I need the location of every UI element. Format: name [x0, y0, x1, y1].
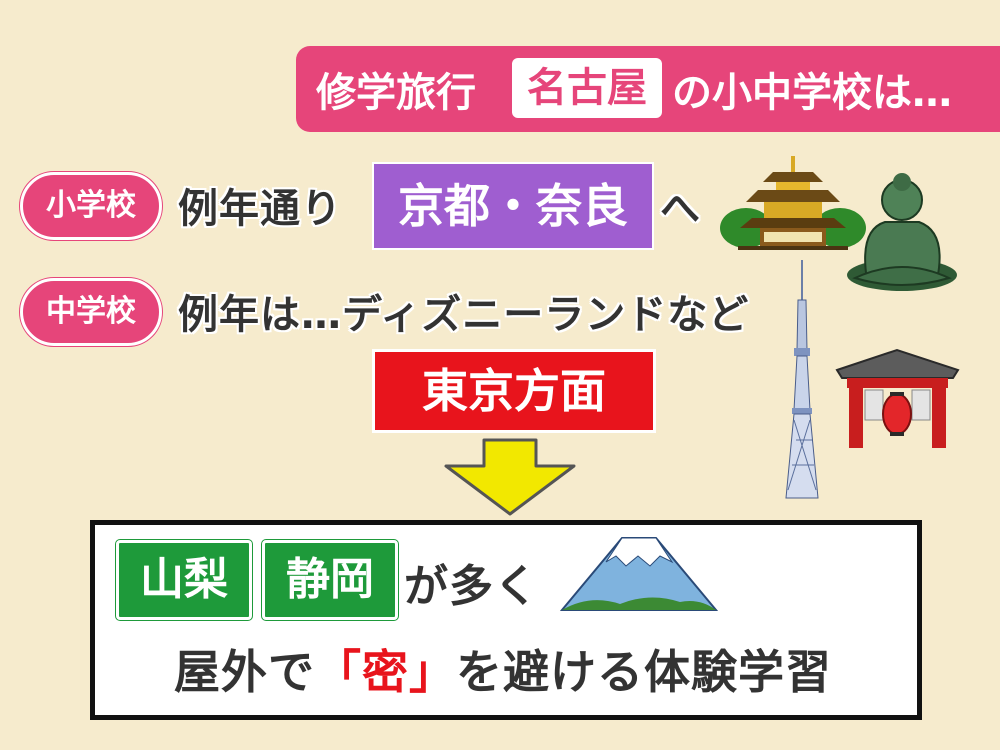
many-text: が多く: [404, 561, 539, 612]
result-line2: 屋外で「密」を避ける体験学習: [174, 636, 832, 702]
result-box: [90, 520, 922, 720]
skytree-icon: [785, 260, 819, 499]
elementary-badge: 小学校: [20, 172, 162, 240]
elementary-text: 例年通り: [178, 186, 342, 232]
mount-fuji-icon: [560, 537, 718, 611]
bracket-open: 「: [315, 645, 362, 699]
junior-high-badge: 中学校: [20, 278, 162, 346]
down-arrow-icon: [444, 438, 576, 516]
line2-suffix: を避ける体験学習: [456, 645, 832, 699]
header-highlight: 名古屋: [512, 58, 662, 118]
yamanashi-box: 山梨: [116, 540, 252, 620]
tokyo-area-box: 東京方面: [372, 349, 656, 433]
line2-prefix: 屋外で: [174, 645, 315, 699]
bracket-close: 」: [409, 645, 456, 699]
elementary-particle: へ: [660, 186, 701, 232]
kaminarimon-gate-icon: [835, 348, 960, 448]
junior-high-text: 例年は…ディズニーランドなど: [178, 292, 750, 338]
golden-pavilion-icon: [720, 156, 866, 250]
header-prefix: 修学旅行: [316, 70, 476, 116]
keyword-mitsu: 密: [362, 645, 409, 699]
great-buddha-icon: [847, 173, 957, 291]
kyoto-nara-box: 京都・奈良: [372, 162, 654, 250]
header-banner: 修学旅行 名古屋 の小中学校は…: [296, 46, 1000, 132]
shizuoka-box: 静岡: [262, 540, 398, 620]
header-suffix: の小中学校は…: [672, 70, 952, 116]
